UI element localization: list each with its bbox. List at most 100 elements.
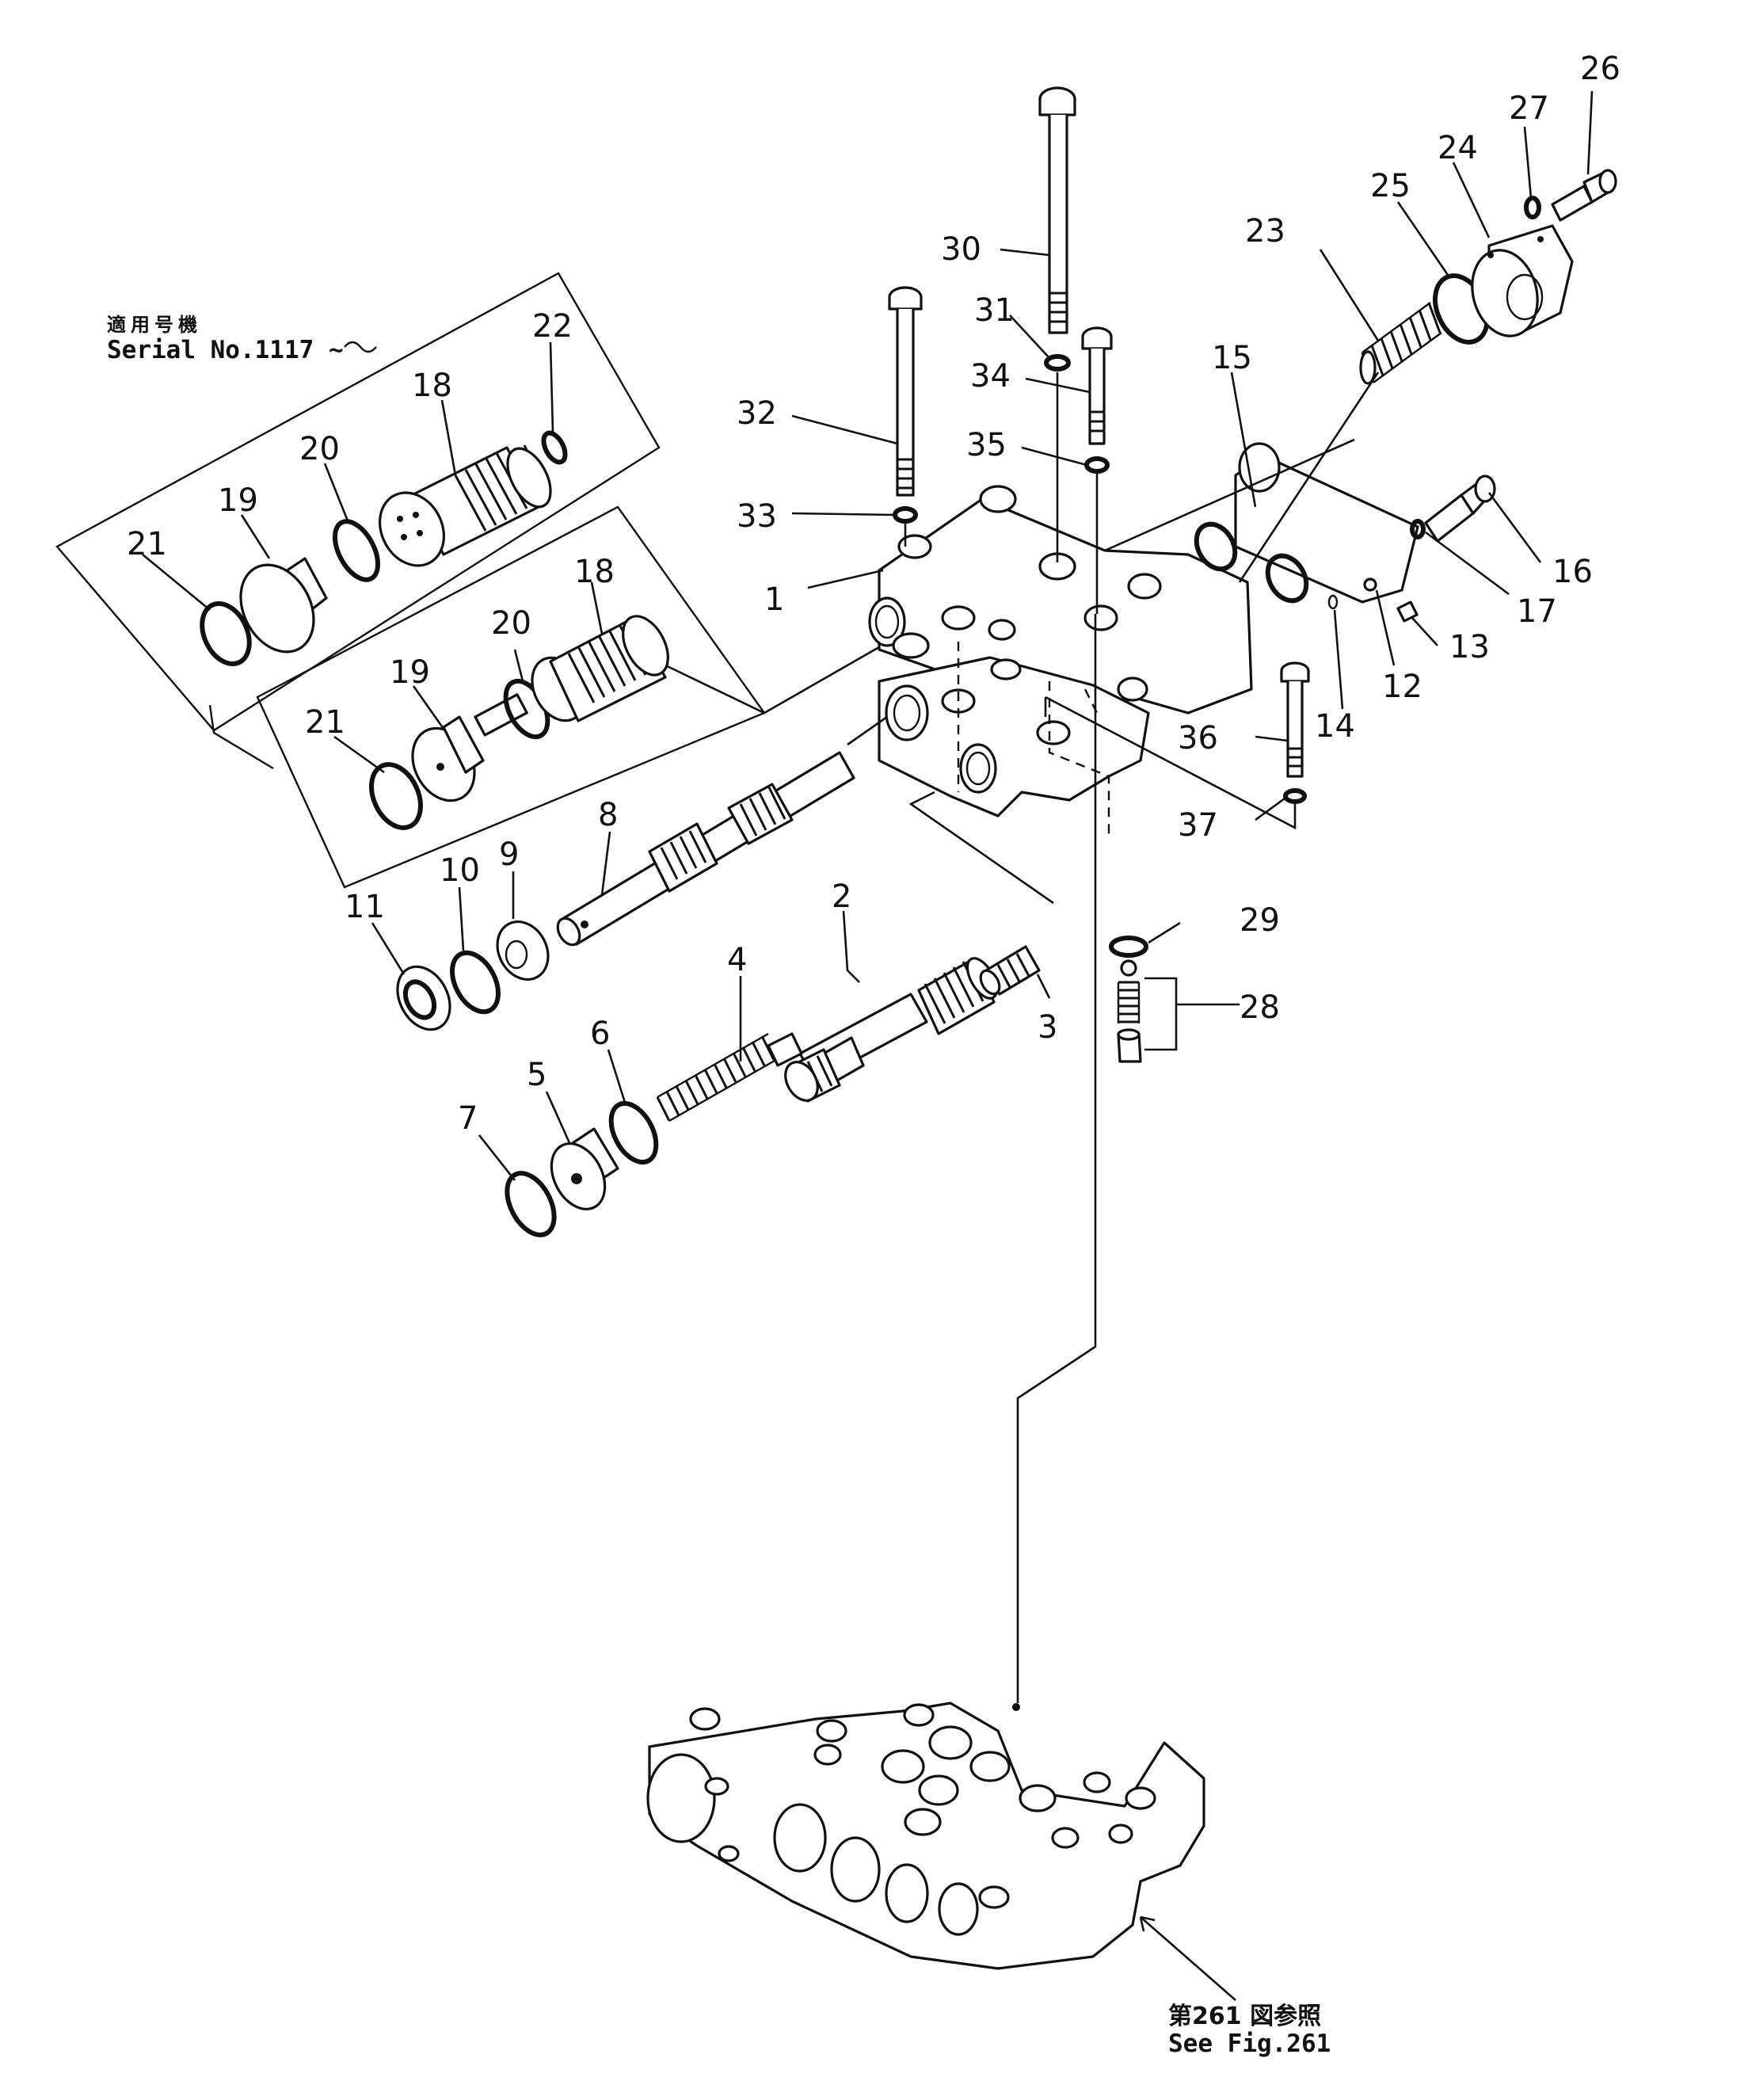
callout-11: 11 (345, 889, 385, 925)
serial-note-japanese: 適用号機 (107, 314, 202, 336)
spring-23 (1359, 302, 1442, 385)
washer-27 (1524, 196, 1541, 219)
callout-17: 17 (1517, 593, 1557, 630)
callout-21-upper: 21 (127, 526, 167, 562)
lower-valve-body (646, 1702, 1205, 1970)
callout-29: 29 (1240, 902, 1280, 939)
callout-9: 9 (499, 837, 519, 873)
washer-37 (1283, 788, 1307, 804)
tilde-mark (344, 341, 377, 353)
bolt-30 (1038, 86, 1076, 334)
plug-12 (1363, 577, 1377, 592)
spool-8-axis (847, 715, 888, 746)
o-ring-6 (608, 1100, 659, 1165)
bolt-16 (1424, 475, 1496, 543)
bolt-34 (1081, 326, 1113, 445)
snap-ring-21-lower (369, 762, 423, 830)
washer-31 (1044, 354, 1071, 372)
callout-20-lower: 20 (491, 605, 531, 642)
callout-28: 28 (1240, 989, 1280, 1026)
bracket-28 (1144, 977, 1240, 1051)
inset-box-upper (55, 272, 661, 732)
plug-3 (979, 945, 1041, 996)
callout-8: 8 (598, 797, 618, 833)
callout-35: 35 (966, 427, 1007, 463)
callout-25: 25 (1370, 168, 1411, 204)
callout-30: 30 (941, 231, 981, 268)
callout-24: 24 (1438, 130, 1478, 166)
callout-36: 36 (1178, 720, 1218, 757)
snap-ring-21-upper (200, 600, 252, 667)
ball-14 (1327, 594, 1339, 610)
lower-connection-line (1016, 614, 1097, 1703)
o-ring-upper-right (1194, 521, 1238, 572)
cap-19-upper (239, 557, 328, 654)
callout-23: 23 (1245, 213, 1285, 250)
axis-line-body-to-spring (1104, 372, 1380, 583)
cap-5 (550, 1127, 619, 1210)
o-ring-20-upper (332, 519, 381, 582)
washer-33 (893, 506, 918, 524)
serial-note-english: Serial No.1117 ~ (107, 336, 344, 364)
piston-18-upper (378, 444, 552, 567)
callout-18-lower: 18 (574, 554, 615, 590)
callout-27: 27 (1509, 90, 1549, 127)
callout-34: 34 (970, 358, 1011, 394)
callout-labels: 1 2 3 4 5 6 7 8 9 10 11 12 13 14 15 16 1… (127, 51, 1620, 1137)
snap-ring-7 (505, 1171, 557, 1237)
callout-22: 22 (532, 308, 573, 345)
spool-2 (784, 957, 999, 1103)
inset-corner-mark (208, 704, 274, 770)
inset-box-upper-frame (55, 272, 661, 732)
callout-19-lower: 19 (390, 654, 430, 691)
callout-26: 26 (1580, 51, 1620, 87)
callout-1: 1 (764, 581, 784, 618)
washer-17 (1410, 519, 1426, 539)
callout-31: 31 (974, 292, 1015, 329)
callout-12: 12 (1382, 669, 1422, 705)
callout-16: 16 (1552, 554, 1593, 590)
callout-21-lower: 21 (305, 704, 345, 741)
bolt-26 (1551, 169, 1617, 222)
bolt-36-leader (1044, 696, 1297, 830)
leader-lines (142, 90, 1594, 1181)
reference-arrowhead (1139, 1915, 1156, 1932)
seat-9 (496, 920, 550, 981)
callout-32: 32 (737, 395, 777, 432)
bolt-36 (1280, 661, 1310, 778)
o-ring-29 (1109, 936, 1148, 958)
snap-ring-10 (450, 950, 501, 1015)
callout-2: 2 (832, 878, 851, 915)
plunger-18-lower (531, 615, 669, 722)
bolt-32 (888, 286, 923, 497)
callout-5: 5 (527, 1057, 546, 1093)
inset-leader-line (657, 615, 934, 715)
reference-note: 第261 図参照 See Fig.261 (1168, 2003, 1331, 2058)
callout-6: 6 (590, 1016, 610, 1052)
callout-3: 3 (1038, 1009, 1057, 1046)
reference-note-japanese: 第261 図参照 (1168, 2003, 1321, 2030)
callout-18-upper: 18 (412, 368, 452, 404)
callout-10: 10 (440, 852, 480, 889)
serial-note: 適用号機 Serial No.1117 ~ (107, 314, 377, 364)
callout-33: 33 (737, 498, 777, 535)
callout-14: 14 (1315, 708, 1355, 745)
callout-15: 15 (1212, 340, 1252, 376)
callout-4: 4 (727, 942, 747, 978)
callout-7: 7 (458, 1100, 478, 1137)
reference-leader (1140, 1916, 1236, 2001)
callout-37: 37 (1178, 807, 1218, 844)
reference-note-english: See Fig.261 (1168, 2029, 1331, 2058)
callout-19-upper: 19 (218, 482, 258, 519)
spring-4 (656, 1032, 803, 1122)
seal-11 (396, 965, 451, 1031)
plug-13 (1396, 600, 1419, 623)
cover-24 (1471, 224, 1574, 337)
o-ring-lower-right (1265, 553, 1309, 604)
ring-22 (541, 430, 568, 465)
spool-8 (556, 751, 855, 947)
washer-35 (1084, 456, 1110, 474)
callout-13: 13 (1449, 629, 1490, 665)
cap-19-lower (411, 693, 528, 802)
